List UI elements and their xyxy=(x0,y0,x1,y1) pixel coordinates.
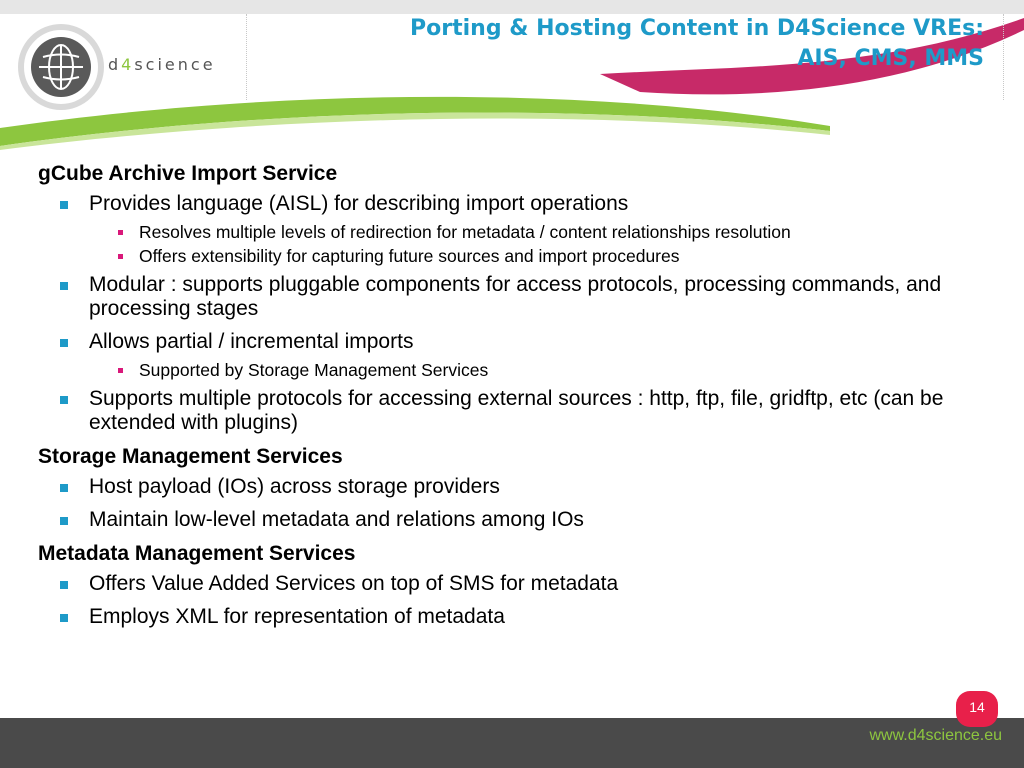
sub-bullet-item: Supported by Storage Management Services xyxy=(38,360,988,381)
square-bullet-icon xyxy=(118,254,123,259)
square-bullet-icon xyxy=(118,368,123,373)
sub-bullet-item: Resolves multiple levels of redirection … xyxy=(38,222,988,243)
logo-wordmark: d4science xyxy=(108,55,216,74)
footer-url[interactable]: www.d4science.eu xyxy=(869,727,1002,744)
square-bullet-icon xyxy=(60,581,68,589)
bullet-item: Employs XML for representation of metada… xyxy=(38,605,988,629)
top-strip xyxy=(0,0,1024,14)
green-swoosh xyxy=(0,18,1024,150)
slide-title-line-2: AIS, CMS, MMS xyxy=(797,46,984,71)
header-divider xyxy=(246,14,247,100)
bullet-item: Offers Value Added Services on top of SM… xyxy=(38,572,988,596)
square-bullet-icon xyxy=(60,282,68,290)
slide-header: d4science Porting & Hosting Content in D… xyxy=(0,0,1024,180)
square-bullet-icon xyxy=(60,396,68,404)
bullet-item: Supports multiple protocols for accessin… xyxy=(38,387,988,435)
bullet-item: Allows partial / incremental imports xyxy=(38,330,988,354)
bullet-item: Host payload (IOs) across storage provid… xyxy=(38,475,988,499)
globe-icon xyxy=(18,24,104,110)
bullet-item: Modular : supports pluggable components … xyxy=(38,273,988,321)
square-bullet-icon xyxy=(60,517,68,525)
section-heading: gCube Archive Import Service xyxy=(38,162,338,185)
square-bullet-icon xyxy=(60,339,68,347)
bullet-item: Provides language (AISL) for describing … xyxy=(38,192,988,216)
bullet-item: Maintain low-level metadata and relation… xyxy=(38,508,988,532)
slide-footer xyxy=(0,718,1024,768)
square-bullet-icon xyxy=(60,484,68,492)
square-bullet-icon xyxy=(60,614,68,622)
square-bullet-icon xyxy=(118,230,123,235)
square-bullet-icon xyxy=(60,201,68,209)
section-heading: Storage Management Services xyxy=(38,445,343,468)
section-heading: Metadata Management Services xyxy=(38,542,356,565)
header-divider xyxy=(1003,14,1004,100)
slide-title: Porting & Hosting Content in D4Science V… xyxy=(264,14,984,74)
page-number-badge: 14 xyxy=(956,691,998,727)
sub-bullet-item: Offers extensibility for capturing futur… xyxy=(38,246,988,267)
slide-content: gCube Archive Import Service Provides la… xyxy=(38,160,988,638)
slide-title-line-1: Porting & Hosting Content in D4Science V… xyxy=(410,16,984,41)
